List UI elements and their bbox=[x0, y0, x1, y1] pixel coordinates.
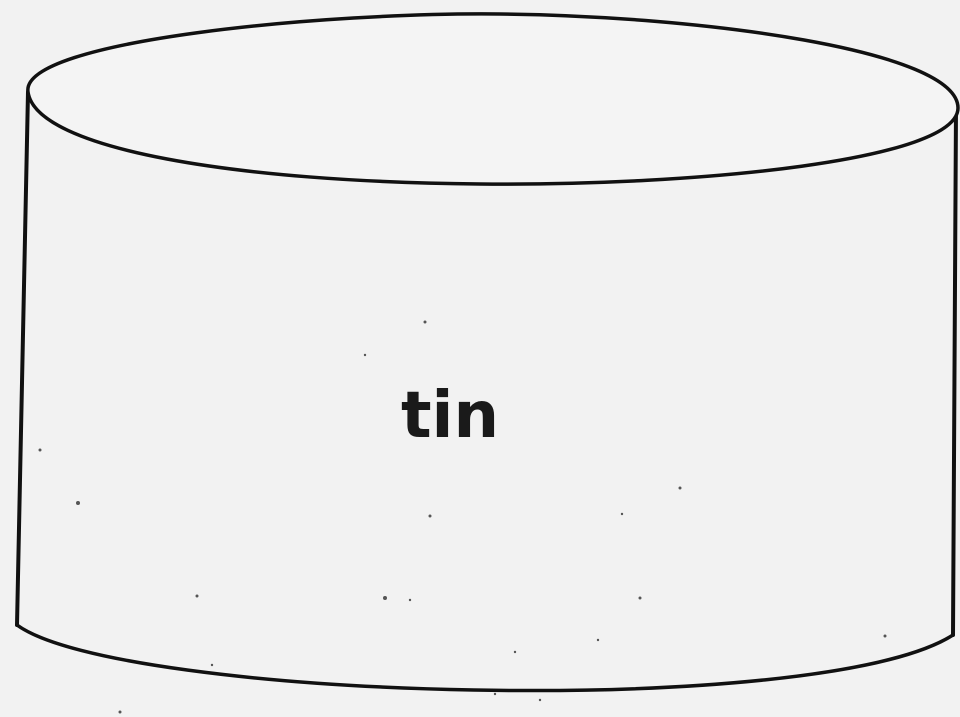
cylinder-left-side bbox=[17, 92, 28, 625]
cylinder-bottom-curve bbox=[17, 625, 953, 691]
cylinder-right-side bbox=[953, 108, 956, 635]
cylinder-top-ellipse bbox=[28, 14, 958, 184]
cylinder-label: tin bbox=[401, 379, 499, 453]
